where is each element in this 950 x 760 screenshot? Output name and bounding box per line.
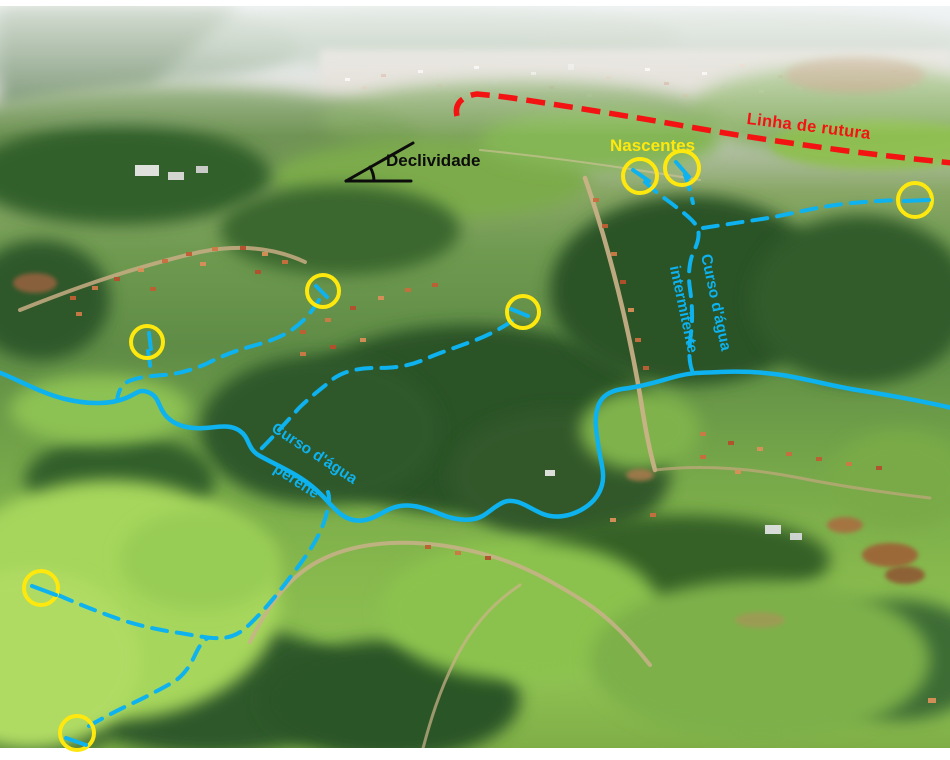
spring-water-mark [30,584,58,597]
intermittent-branch-spring-b [683,173,695,205]
intermittent-branch-south-spring [87,636,210,728]
intermittent-branch-south [56,490,332,641]
village-houses [70,165,936,703]
spring-water-mark [902,198,931,203]
spring-circle [58,714,96,752]
spring-circles-group [22,149,934,752]
spring-circle [505,294,541,330]
intermittent-branch-center [259,319,514,451]
spring-circle [129,324,165,360]
spring-circle [663,149,701,187]
spring-circle [896,181,934,219]
spring-water-mark [631,168,651,183]
intermittent-stream-lines [56,173,899,728]
intermittent-branch-west [115,298,321,403]
spring-circle [621,157,659,195]
intermittent-branch-east [701,198,899,230]
spring-circle [305,273,341,309]
slope-angle-icon [344,141,415,183]
spring-water-mark [674,160,691,179]
spring-water-mark [314,284,329,299]
dirt-roads [18,149,932,748]
intermittent-branch-west-spring [146,349,153,373]
spring-water-mark [147,331,153,351]
spring-circle [22,569,60,607]
rupture-line [453,91,950,166]
intermittent-branch-springs [643,180,701,375]
slope-label: Declividade [386,151,481,170]
perennial-stream-line [0,369,950,523]
spring-water-mark [64,736,88,747]
spring-water-mark [509,307,530,318]
springs-label: Nascentes [610,136,696,155]
